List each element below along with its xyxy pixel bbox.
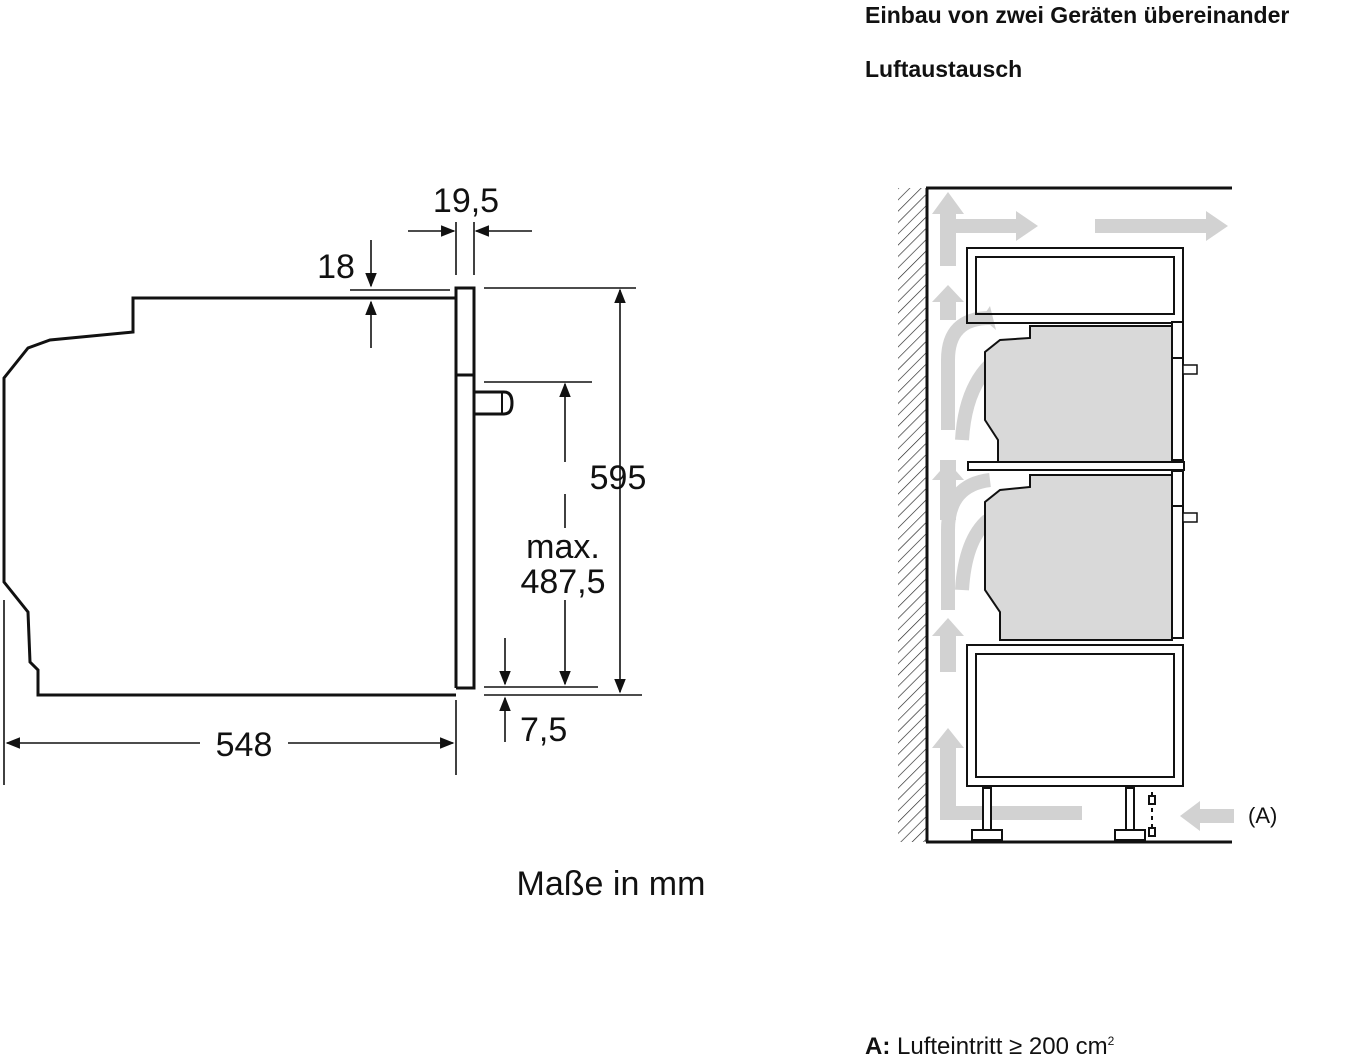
dim-max-label: max.: [526, 528, 600, 566]
oven-front-panel: [454, 286, 476, 377]
airflow-diagram: (A): [898, 186, 1277, 844]
oven-lower: [984, 470, 1198, 641]
airflow-heading: Luftaustausch: [865, 56, 1023, 82]
units-note: Maße in mm: [517, 865, 706, 903]
dim-front-panel-label: 19,5: [433, 182, 499, 220]
oven-door: [456, 373, 476, 690]
dim-bottom-gap-label: 7,5: [520, 711, 567, 749]
oven-upper: [967, 321, 1198, 471]
oven-knob: [474, 390, 514, 416]
inlet-marker-label: (A): [1248, 803, 1277, 828]
dim-max-value: 487,5: [520, 563, 605, 601]
oven-body-outline: [2, 296, 456, 697]
dimension-lines: [3, 222, 642, 785]
legend-note: A: Lufteintritt ≥ 200 cm2: [865, 1033, 1114, 1061]
dim-top-gap-label: 18: [317, 248, 355, 286]
legend-superscript: 2: [1107, 1034, 1115, 1048]
legend-text: Lufteintritt ≥ 200 cm: [897, 1033, 1108, 1060]
wall-hatching: [898, 188, 926, 842]
cabinet-legs: [971, 787, 1156, 841]
oven-side-view: [2, 286, 514, 697]
upper-cabinet: [966, 247, 1184, 324]
legend-key: A:: [865, 1033, 891, 1060]
lower-cabinet: [966, 644, 1184, 787]
dim-depth-label: 548: [216, 726, 273, 764]
dim-height-label: 595: [590, 459, 647, 497]
installation-heading: Einbau von zwei Geräten übereinander: [865, 2, 1290, 28]
airflow-arrows: [932, 192, 1234, 831]
